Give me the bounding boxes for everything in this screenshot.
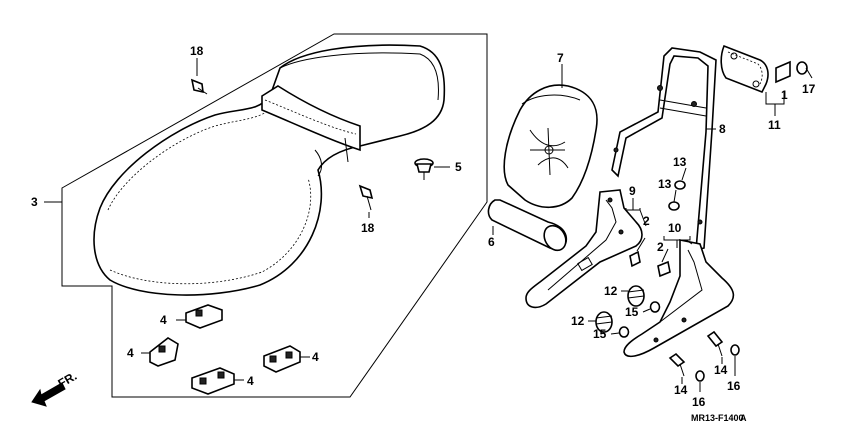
diagram-code: MR13-F1400: [691, 413, 744, 423]
callout-11: 11: [768, 118, 781, 132]
cushion-6: [487, 199, 568, 252]
collar-15-lower: [610, 326, 630, 338]
callout-15-lower: 15: [593, 327, 607, 341]
callout-18-lower: 18: [361, 221, 375, 235]
front-direction-indicator: FR.: [31, 369, 79, 407]
front-arrow-icon: [31, 382, 66, 407]
callout-12-upper: 12: [604, 284, 618, 298]
grommet-12-lower: [588, 311, 613, 333]
nut-17: [775, 60, 813, 84]
bolt-18-upper: [190, 58, 208, 95]
callout-3: 3: [31, 195, 38, 209]
bracket-4-c: [263, 345, 310, 373]
callout-12-lower: 12: [571, 314, 585, 328]
diagram-revision: A: [740, 413, 747, 423]
seat: [93, 44, 446, 296]
callout-4-d: 4: [247, 374, 254, 388]
bolt-14-upper: [706, 330, 724, 364]
callout-4-c: 4: [312, 350, 319, 364]
bracket-4-d: [191, 367, 244, 395]
bolt-14-lower: [668, 352, 686, 384]
callout-13-a: 13: [673, 155, 687, 169]
callout-17: 17: [802, 82, 816, 96]
grommet-12-upper: [621, 285, 645, 307]
callout-2-right: 2: [657, 240, 664, 254]
reflector-plate-1: [720, 44, 769, 94]
callout-2-left: 2: [643, 214, 650, 228]
bracket-4-b: [141, 337, 179, 367]
callout-4-b: 4: [127, 346, 134, 360]
callout-14-lower: 14: [674, 383, 688, 397]
callout-10: 10: [668, 221, 682, 235]
callout-18-upper: 18: [190, 44, 204, 58]
bolt-18-lower: [358, 184, 374, 218]
washer-16-lower: [695, 370, 705, 392]
callout-15-upper: 15: [625, 305, 639, 319]
callout-6: 6: [488, 235, 495, 249]
dowel-2-left: [629, 237, 646, 268]
callout-8: 8: [719, 122, 726, 136]
washer-16-upper: [730, 344, 740, 376]
side-plate-10: [623, 236, 735, 358]
dowel-2-right: [657, 248, 671, 278]
backrest-pad: [503, 64, 598, 209]
callout-16-lower: 16: [692, 395, 706, 409]
callout-16-upper: 16: [727, 379, 741, 393]
callout-9: 9: [629, 184, 636, 198]
side-plate-9: [525, 189, 647, 309]
callout-5: 5: [455, 160, 462, 174]
callout-7: 7: [557, 51, 564, 65]
bolt-13-a: [674, 167, 687, 190]
bracket-4-a: [176, 304, 223, 329]
callout-4-a: 4: [160, 313, 167, 327]
seat-group-boundary: [61, 33, 488, 398]
bolt-13-b: [668, 189, 680, 211]
knob-5: [414, 158, 450, 180]
group-11-bracket: [765, 92, 785, 116]
callout-13-b: 13: [658, 177, 672, 191]
callout-14-upper: 14: [714, 363, 728, 377]
collar-15-upper: [642, 301, 661, 313]
callout-1: 1: [781, 88, 788, 102]
